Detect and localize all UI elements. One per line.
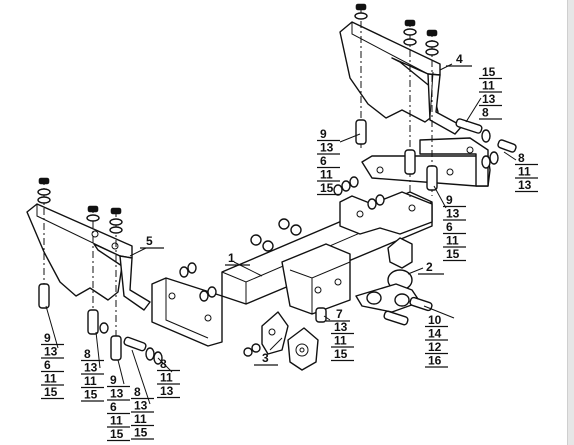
callout-4: 4 (456, 52, 463, 66)
callout-2: 2 (426, 260, 433, 274)
stack-label: 13 (160, 384, 174, 398)
tow-ball (355, 237, 421, 313)
stack-label: 12 (428, 340, 442, 354)
stack-label: 15 (134, 426, 148, 440)
left-mounting-bracket (26, 203, 151, 311)
stack-label: 11 (110, 414, 123, 428)
stack-label: 15 (44, 385, 58, 399)
stack-label: 13 (446, 207, 460, 221)
stack-label: 15 (84, 388, 98, 402)
right-side-arm (361, 137, 491, 187)
stack-label: 15 (446, 247, 460, 261)
electrical-socket-plate (261, 311, 319, 371)
stack-label: 11 (320, 168, 333, 182)
stack-label: 11 (44, 372, 57, 386)
stack-label: 6 (320, 154, 327, 168)
stack-label: 13 (518, 178, 532, 192)
stack-label: 11 (518, 165, 531, 179)
stack-label: 11 (482, 79, 495, 93)
right-mounting-bracket (339, 21, 463, 135)
stack-label: 11 (134, 412, 147, 426)
stack-label: 9 (110, 373, 117, 387)
stack-label: 13 (110, 387, 124, 401)
leader-lines (45, 63, 517, 405)
stack-label: 15 (482, 65, 496, 79)
callout-1: 1 (228, 251, 235, 265)
stack-label: 15 (110, 427, 124, 441)
stack-label: 11 (334, 334, 347, 348)
stack-label: 13 (482, 92, 496, 106)
stack-label: 13 (134, 399, 148, 413)
stack-label: 11 (446, 234, 459, 248)
stack-label: 13 (320, 141, 334, 155)
callout-5: 5 (146, 234, 153, 248)
stack-label: 11 (160, 371, 173, 385)
stack-label: 8 (482, 106, 489, 120)
stack-label: 8 (518, 151, 525, 165)
fastener-hardware (37, 3, 517, 365)
stack-label: 15 (320, 181, 334, 195)
stack-label: 13 (84, 361, 98, 375)
stack-label: 8 (134, 385, 141, 399)
callout-7: 7 (336, 307, 343, 321)
stack-label: 9 (320, 127, 327, 141)
stack-label: 6 (110, 400, 117, 414)
stack-label: 6 (44, 358, 51, 372)
stack-label: 16 (428, 354, 442, 368)
stack-label: 14 (428, 327, 442, 341)
stack-label: 13 (44, 345, 58, 359)
stack-label: 13 (334, 320, 348, 334)
stack-label: 9 (44, 331, 51, 345)
callout-labels: 1 2 3 4 5 7 (140, 52, 472, 366)
callout-3: 3 (262, 351, 269, 365)
stack-label: 15 (334, 347, 348, 361)
stack-label: 8 (84, 347, 91, 361)
stack-label: 8 (160, 357, 167, 371)
stack-label: 10 (428, 313, 442, 327)
stack-label: 6 (446, 220, 453, 234)
stack-label: 11 (84, 374, 97, 388)
stack-label: 9 (446, 193, 453, 207)
page-edge (567, 0, 574, 445)
